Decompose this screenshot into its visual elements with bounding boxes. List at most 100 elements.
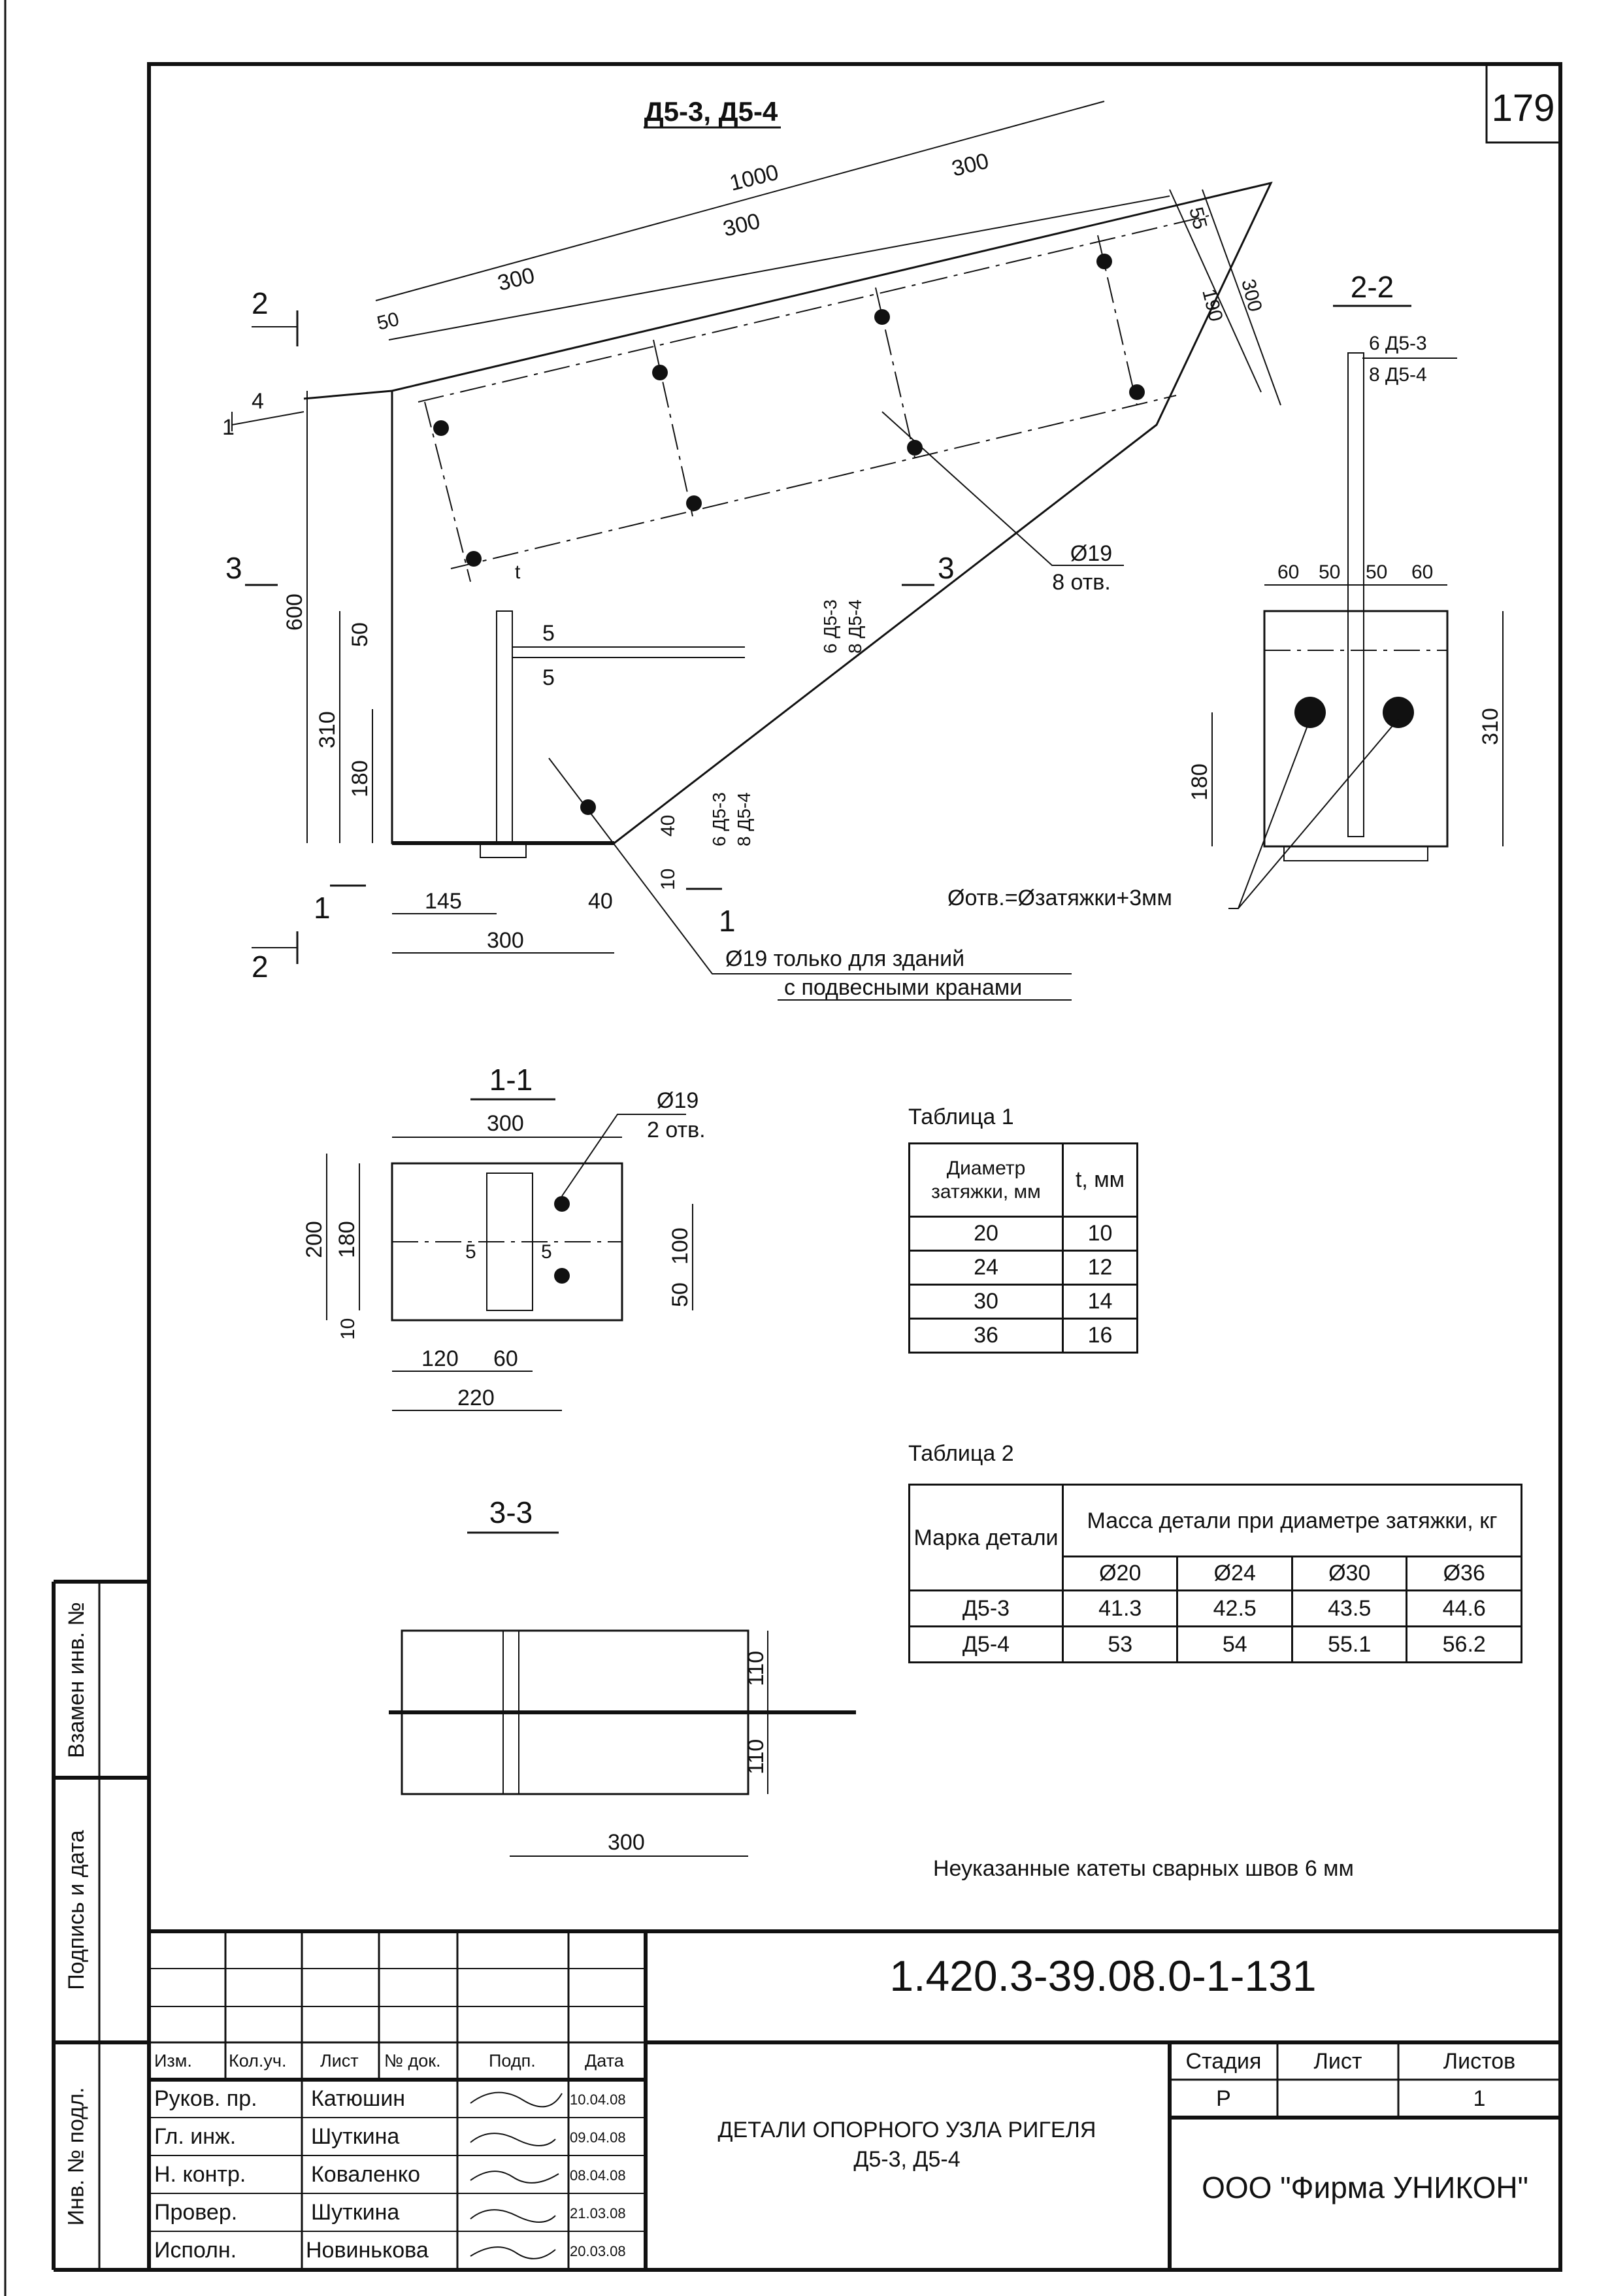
weld-d54-bottom: 8 Д5-4: [734, 792, 754, 846]
tb-date: 21.03.08: [570, 2205, 626, 2221]
weld-a: 5: [542, 621, 555, 646]
tb-role: Руков. пр.: [154, 2086, 257, 2111]
section-22-body: [1263, 610, 1449, 848]
section-22-title: 2-2: [1351, 270, 1394, 304]
doc-name-line1: ДЕТАЛИ ОПОРНОГО УЗЛА РИГЕЛЯ: [717, 2118, 1096, 2142]
section-3-3: 3-3 110 110 300: [389, 1495, 856, 1857]
table1-cell: 12: [1062, 1250, 1138, 1286]
centerline-1: [418, 215, 1209, 403]
sheets-value: 1: [1473, 2086, 1486, 2111]
table2-cell: 42.5: [1176, 1589, 1293, 1627]
table1-cell: 24: [908, 1250, 1064, 1286]
tb-col-header: Изм.: [154, 2051, 192, 2071]
section-22-dim-1: 60: [1277, 561, 1299, 583]
title-block: [52, 1580, 1560, 2272]
section-3-left: 3: [225, 551, 242, 585]
tb-date: 08.04.08: [570, 2167, 626, 2184]
section-33-300: 300: [608, 1830, 645, 1855]
centerline-5: [875, 287, 915, 458]
weld-t: t: [515, 561, 521, 583]
dim-300-a-label: 300: [495, 263, 537, 296]
table2-cell: 41.3: [1061, 1589, 1179, 1627]
side-label-inv-text: Инв. № подл.: [63, 2087, 89, 2225]
section-11-hole-1: [554, 1196, 570, 1212]
tb-col-header: Лист: [320, 2051, 359, 2071]
section-22-plate: [1347, 352, 1364, 837]
hole-2: [652, 365, 668, 380]
tb-role: Н. контр.: [154, 2162, 246, 2187]
company-name: ООО "Фирма УНИКОН": [1202, 2171, 1528, 2204]
signature-5: [470, 2246, 556, 2259]
centerline-3: [424, 401, 471, 582]
table2-cell: 43.5: [1291, 1589, 1408, 1627]
table2-caption: Таблица 2: [908, 1441, 1014, 1466]
dim-600-label: 600: [282, 593, 307, 631]
table1-cell: 10: [1062, 1216, 1138, 1252]
side-label-replace-text: Взамен инв. №: [63, 1601, 89, 1758]
side-label-replace: Взамен инв. №: [54, 1582, 99, 1778]
table2-cell: 56.2: [1406, 1625, 1522, 1663]
section-1-right: 1: [719, 904, 736, 938]
dim-55-label: 55: [1185, 205, 1211, 231]
table1-cell: 20: [908, 1216, 1064, 1252]
sheet-number-box: [1485, 63, 1562, 144]
tb-col-header: Дата: [585, 2051, 624, 2071]
section-11-hole: Ø19: [657, 1088, 699, 1113]
base-pad: [480, 842, 527, 858]
section-11-weld-a: 5: [465, 1241, 476, 1263]
tb-col-header: Подп.: [489, 2051, 536, 2071]
tb-person: Шуткина: [311, 2200, 400, 2225]
table2-cell: 44.6: [1406, 1589, 1522, 1627]
tb-role: Провер.: [154, 2200, 238, 2225]
section-22-base: [1283, 846, 1428, 861]
section-22-leader-a: [1228, 718, 1311, 909]
section-11-weld-b: 5: [541, 1241, 552, 1263]
dim-50-label: 50: [375, 308, 401, 335]
tb-col-header: Кол.уч.: [229, 2051, 287, 2071]
section-22-d54: 8 Д5-4: [1369, 364, 1427, 386]
hole-8: [1129, 384, 1145, 400]
centerline-4: [653, 339, 693, 517]
section-11-300: 300: [487, 1111, 524, 1136]
section-3-right: 3: [938, 551, 955, 585]
dim-180-label: 180: [348, 760, 372, 797]
side-label-sign: Подпись и дата: [54, 1778, 99, 2042]
dim-300-bottom-label: 300: [487, 928, 524, 953]
hole-3: [874, 309, 890, 325]
section-22-180: 180: [1187, 763, 1212, 801]
section-33-title: 3-3: [489, 1495, 533, 1529]
section-11-10: 10: [337, 1318, 359, 1340]
signature-3: [470, 2171, 559, 2184]
table1-head-t: t, мм: [1062, 1142, 1138, 1218]
tb-person: Коваленко: [311, 2162, 420, 2187]
weld-b: 5: [542, 665, 555, 690]
section-22-hole-right: [1383, 697, 1414, 728]
hole-5: [466, 551, 482, 567]
stiffener-plate: [496, 610, 513, 844]
slope-marker: [231, 411, 304, 425]
table2-head-mark: Марка детали: [908, 1484, 1064, 1591]
section-11-220: 220: [457, 1386, 495, 1410]
section-22-310: 310: [1478, 708, 1503, 745]
table2-head-d36: Ø36: [1406, 1556, 1522, 1591]
section-11-leader: [561, 1114, 686, 1197]
section-11-title: 1-1: [489, 1063, 533, 1097]
dim-1000: [375, 101, 1105, 301]
table2-mark: Д5-3: [908, 1589, 1064, 1627]
sheet-number: 179: [1492, 87, 1555, 129]
tb-person: Катюшин: [311, 2086, 406, 2111]
section-11-180: 180: [335, 1221, 359, 1258]
dim-300-c-label: 300: [949, 148, 991, 182]
section-22-dim-4: 60: [1411, 561, 1433, 583]
crane-note-2: с подвесными кранами: [784, 975, 1022, 1000]
section-22-hole-left: [1294, 697, 1326, 728]
section-22-note: Øотв.=Øзатяжки+3мм: [947, 886, 1172, 910]
table2-cell: 54: [1176, 1625, 1293, 1663]
crane-leader: [548, 757, 1072, 974]
crane-note-1: Ø19 только для зданий: [725, 946, 964, 971]
hole-6: [686, 495, 702, 511]
slope-line: [303, 390, 393, 400]
section-22-leader-b: [1238, 718, 1399, 909]
table2-cell: 55.1: [1291, 1625, 1408, 1663]
